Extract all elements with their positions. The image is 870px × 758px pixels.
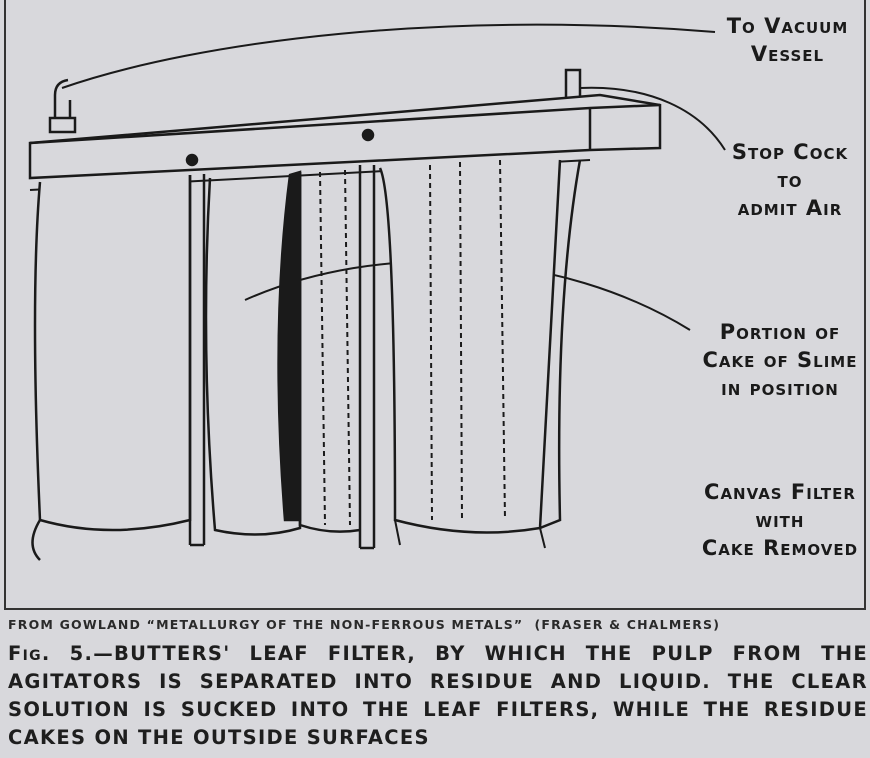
label-cake-of-slime: Portion of Cake of Slime in position: [690, 318, 870, 402]
bolt: [185, 153, 199, 167]
figure-source: FROM GOWLAND “METALLURGY OF THE NON-FERR…: [8, 617, 721, 632]
caption-text: —BUTTERS' LEAF FILTER, BY WHICH THE PULP…: [8, 642, 869, 749]
bolt: [361, 128, 375, 142]
leaf-filter-diagram: [28, 23, 726, 561]
slime-cake-edge: [277, 170, 302, 522]
leaf: [204, 172, 302, 536]
label-line: to: [777, 168, 803, 192]
label-line: To Vacuum: [726, 14, 849, 38]
figure-caption: Fig. 5.—BUTTERS' LEAF FILTER, BY WHICH T…: [8, 640, 868, 752]
canvas-leaf: [298, 172, 361, 533]
leaf: [378, 159, 562, 534]
label-line: Stop Cock: [731, 140, 849, 164]
label-line: in position: [721, 376, 839, 400]
pipe-collar: [48, 116, 77, 134]
label-stop-cock: Stop Cock to admit Air: [710, 138, 870, 222]
label-line: admit Air: [737, 196, 843, 220]
frame-post: [358, 165, 376, 550]
figure-frame: [4, 0, 866, 610]
label-line: Portion of: [719, 320, 841, 344]
figure-number: Fig. 5.: [8, 642, 94, 665]
label-line: Cake Removed: [701, 536, 859, 560]
frame-post: [188, 174, 206, 547]
label-line: Vessel: [750, 42, 825, 66]
label-canvas-filter: Canvas Filter with Cake Removed: [690, 478, 870, 562]
label-line: Canvas Filter: [704, 480, 856, 504]
leaf-with-cake: [33, 175, 192, 532]
stop-cock: [564, 68, 582, 102]
label-line: with: [755, 508, 805, 532]
leader-vacuum: [61, 23, 716, 89]
label-to-vacuum-vessel: To Vacuum Vessel: [705, 12, 870, 68]
label-line: Cake of Slime: [702, 348, 858, 372]
leader-stop-cock: [579, 86, 726, 151]
